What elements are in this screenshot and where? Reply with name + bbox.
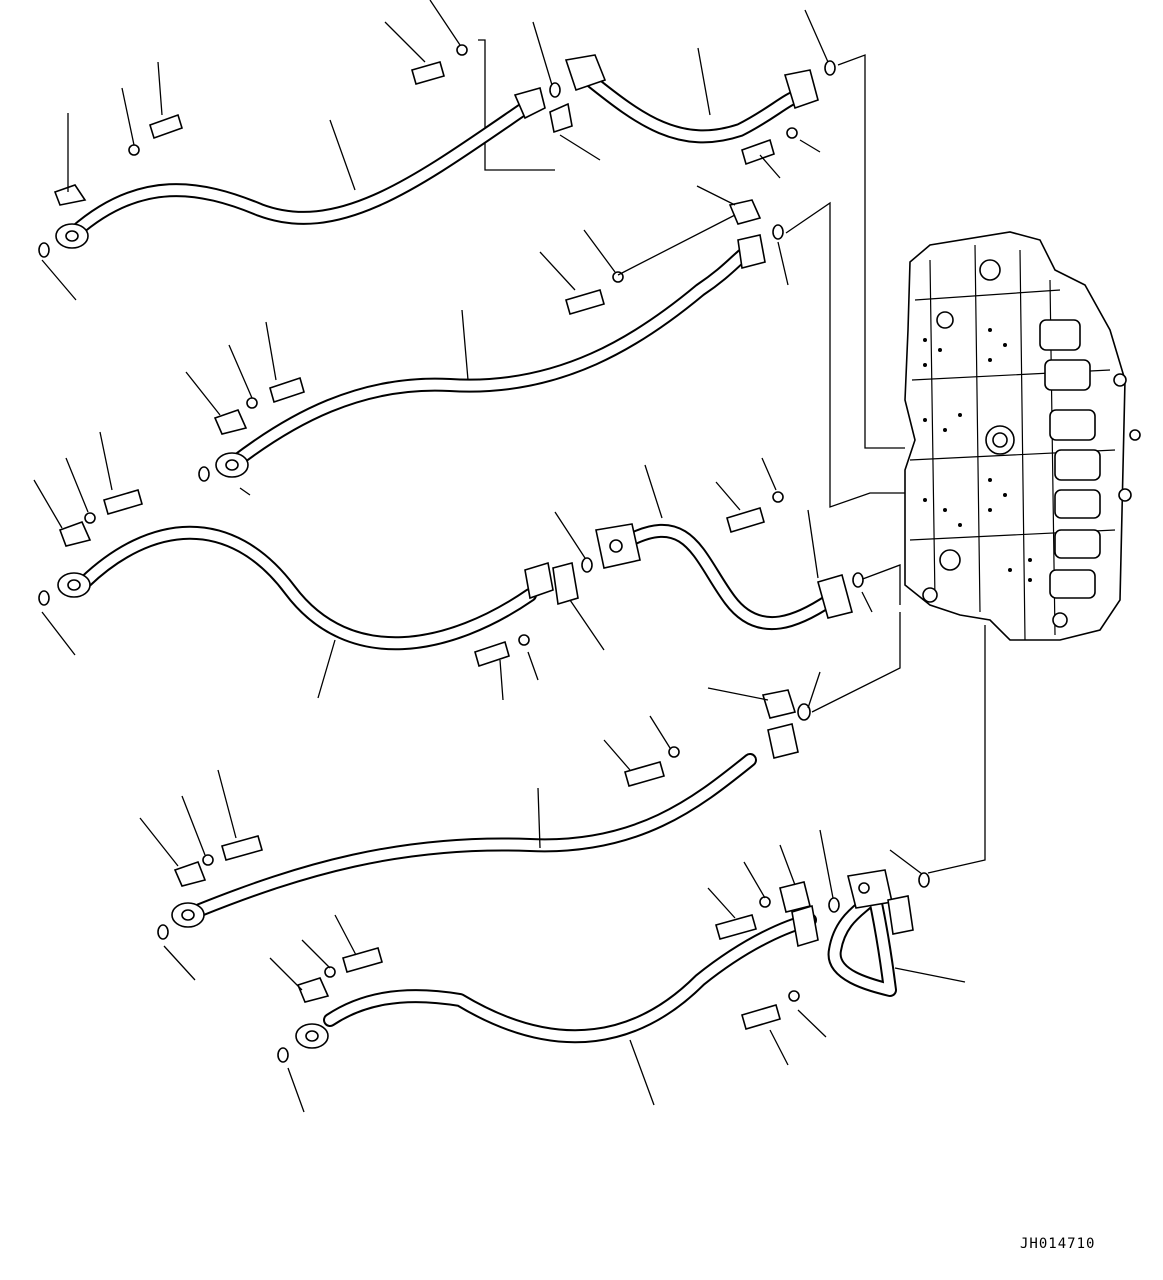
bolt-icon [726, 506, 765, 534]
hose-1 [38, 0, 601, 301]
hose-4 [33, 431, 605, 701]
washer-icon [324, 966, 336, 978]
bolt-icon [565, 289, 605, 315]
washer-icon [772, 491, 784, 503]
connection-lines [478, 39, 986, 874]
bolt-icon [624, 761, 665, 787]
o-ring-icon [38, 590, 50, 606]
bolt-icon [474, 640, 510, 668]
o-ring-icon [852, 572, 864, 588]
washer-icon [612, 271, 624, 283]
o-ring-icon [198, 466, 210, 482]
bolt-icon [342, 947, 383, 973]
o-ring-icon [828, 897, 840, 913]
bolt-icon [741, 1004, 781, 1030]
o-ring-icon [277, 1047, 289, 1063]
o-ring-icon [38, 242, 50, 258]
washer-icon [788, 990, 800, 1002]
bolt-icon [221, 835, 263, 861]
valve-bolt-holes [923, 328, 1032, 582]
bolt-icon [103, 489, 143, 515]
washer-icon [202, 854, 214, 866]
bolt-icon [149, 113, 183, 140]
reference-code: JH014710 [1020, 1236, 1095, 1252]
washer-icon [128, 144, 140, 156]
hose-5 [595, 457, 873, 631]
control-valve-assembly [904, 231, 1141, 641]
bolt-icon [269, 376, 305, 404]
o-ring-icon [824, 60, 836, 76]
o-ring-icon [581, 557, 593, 573]
washer-icon [518, 634, 530, 646]
washer-icon [246, 397, 258, 409]
washer-icon [759, 896, 771, 908]
hose-3 [185, 185, 789, 496]
valve-spools [922, 259, 1141, 628]
washer-icon [84, 512, 96, 524]
hose-8 [741, 829, 966, 1066]
washer-icon [786, 127, 798, 139]
hose-7 [269, 844, 819, 1113]
o-ring-icon [797, 703, 811, 721]
o-ring-icon [772, 224, 784, 240]
bolt-icon [411, 61, 445, 85]
washer-icon [668, 746, 680, 758]
washer-icon [456, 44, 468, 56]
hose-2 [564, 9, 836, 179]
o-ring-icon [549, 82, 561, 98]
o-ring-icon [918, 872, 930, 888]
bolt-icon [715, 914, 757, 940]
o-ring-icon [157, 924, 169, 940]
hose-6 [139, 671, 821, 981]
bolt-icon [741, 138, 775, 166]
